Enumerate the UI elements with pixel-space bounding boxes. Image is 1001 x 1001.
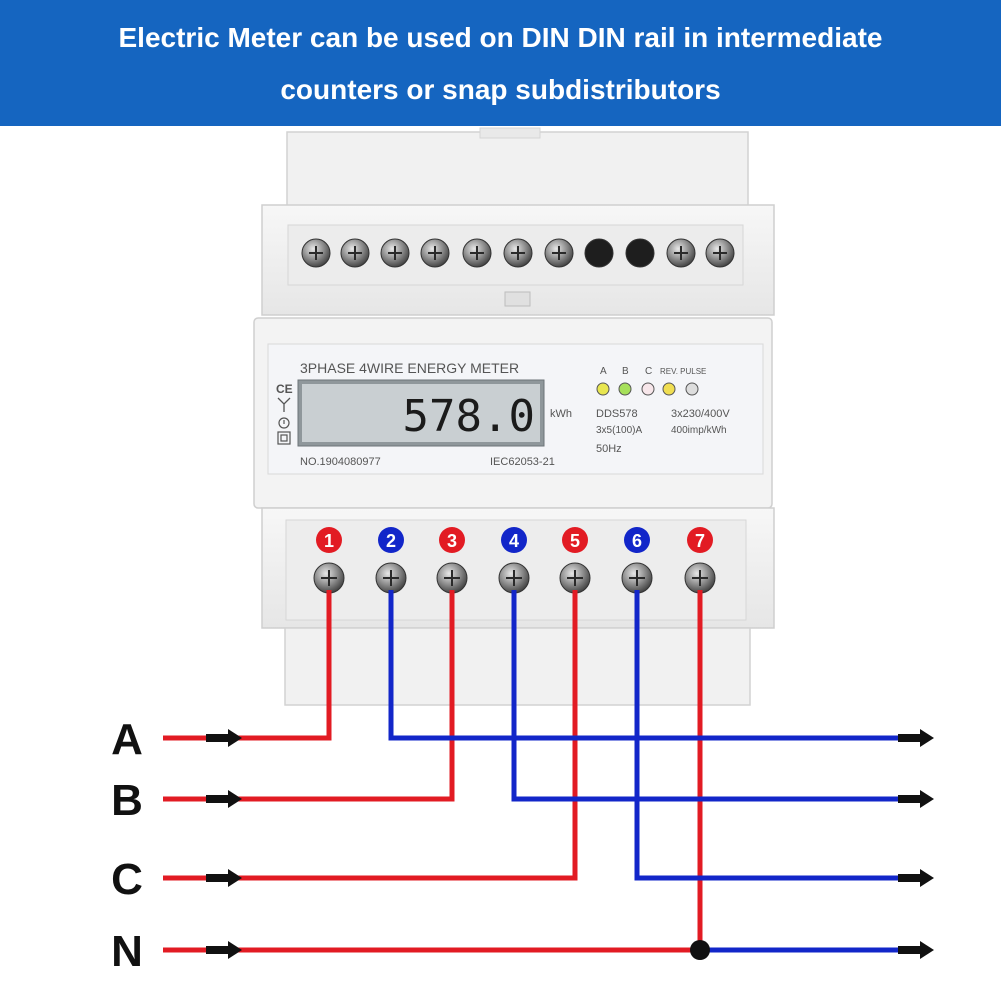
terminal-5: 5	[559, 527, 591, 594]
led-a-icon	[596, 382, 610, 396]
terminal-badge	[316, 527, 342, 553]
warning-circle-icon	[278, 417, 290, 429]
top-screw-icon	[705, 238, 735, 268]
standard-label: IEC62053-21	[490, 456, 555, 468]
output-arrow-icon	[898, 790, 934, 808]
terminal-number: 4	[509, 531, 519, 551]
terminal-screw-icon	[498, 562, 530, 594]
terminal-screw-icon	[684, 562, 716, 594]
lcd-reading: 578.0	[403, 391, 535, 442]
top-screw-icon	[544, 238, 574, 268]
wye-symbol-icon	[277, 397, 291, 412]
bottom-terminals: 1 2 3 4 5 6 7	[313, 527, 716, 594]
terminal-6: 6	[621, 527, 653, 594]
top-screw-icon	[420, 238, 450, 268]
top-screw-icon	[503, 238, 533, 268]
led-b-icon	[618, 382, 632, 396]
terminal-number: 7	[695, 531, 705, 551]
top-screw-icon	[584, 238, 614, 268]
terminal-number: 3	[447, 531, 457, 551]
lcd-unit: kWh	[550, 408, 572, 420]
phase-label-b: B	[111, 776, 143, 825]
terminal-badge	[501, 527, 527, 553]
meter-title: 3PHASE 4WIRE ENERGY METER	[300, 360, 519, 376]
terminal-screw-icon	[621, 562, 653, 594]
terminal-badge	[378, 527, 404, 553]
phase-label-c: C	[111, 855, 143, 904]
top-terminal-screws	[301, 238, 735, 268]
double-insulation-icon	[277, 431, 291, 445]
terminal-2: 2	[375, 527, 407, 594]
banner-line-2: counters or snap subdistributors	[280, 74, 721, 105]
terminal-badge	[562, 527, 588, 553]
neutral-junction-dot	[690, 940, 710, 960]
terminal-screw-icon	[375, 562, 407, 594]
led-rev-icon	[662, 382, 676, 396]
spec-voltage: 3x230/400V	[671, 408, 730, 420]
banner-line-1: Electric Meter can be used on DIN DIN ra…	[118, 22, 883, 53]
terminal-4: 4	[498, 527, 530, 594]
meter-front-panel: 3PHASE 4WIRE ENERGY METER CE 578.0 kWh N…	[267, 343, 764, 475]
phase-label-n: N	[111, 927, 143, 976]
terminal-badge	[439, 527, 465, 553]
input-arrow-icon	[206, 729, 242, 747]
wire-phase-b-out	[511, 590, 900, 802]
top-screw-icon	[625, 238, 655, 268]
terminal-number: 6	[632, 531, 642, 551]
terminal-badge	[687, 527, 713, 553]
terminal-screw-icon	[436, 562, 468, 594]
indicator-label-a: A	[600, 366, 607, 377]
terminal-number: 1	[324, 531, 334, 551]
title-banner: Electric Meter can be used on DIN DIN ra…	[0, 0, 1001, 126]
terminal-1: 1	[313, 527, 345, 594]
top-screw-icon	[380, 238, 410, 268]
output-arrow-icon	[898, 729, 934, 747]
spec-model: DDS578	[596, 408, 638, 420]
spec-frequency: 50Hz	[596, 443, 622, 455]
wire-phase-a-out	[388, 590, 900, 741]
terminal-screw-icon	[559, 562, 591, 594]
terminal-badge	[624, 527, 650, 553]
output-arrow-icon	[898, 941, 934, 959]
output-arrow-icon	[898, 869, 934, 887]
indicator-label-rev-pulse: REV. PULSE	[660, 367, 706, 376]
led-c-icon	[641, 382, 655, 396]
terminal-3: 3	[436, 527, 468, 594]
wire-phase-c-out	[634, 590, 900, 881]
indicator-label-c: C	[645, 366, 652, 377]
input-arrow-icon	[206, 790, 242, 808]
indicator-label-b: B	[622, 366, 629, 377]
top-screw-icon	[301, 238, 331, 268]
top-screw-icon	[462, 238, 492, 268]
wire-phase-b-in	[163, 590, 455, 802]
terminal-number: 5	[570, 531, 580, 551]
top-screw-icon	[340, 238, 370, 268]
ce-mark-icon: CE	[276, 382, 293, 396]
phase-label-a: A	[111, 715, 143, 764]
terminal-number: 2	[386, 531, 396, 551]
spec-current: 3x5(100)A	[596, 425, 642, 436]
top-screw-icon	[666, 238, 696, 268]
led-pulse-icon	[685, 382, 699, 396]
terminal-7: 7	[684, 527, 716, 594]
terminal-screw-icon	[313, 562, 345, 594]
input-arrow-icon	[206, 941, 242, 959]
spec-impulse: 400imp/kWh	[671, 425, 727, 436]
wires	[163, 590, 934, 960]
serial-number: NO.1904080977	[300, 456, 381, 468]
wire-phase-c-in	[163, 590, 578, 881]
input-arrow-icon	[206, 869, 242, 887]
